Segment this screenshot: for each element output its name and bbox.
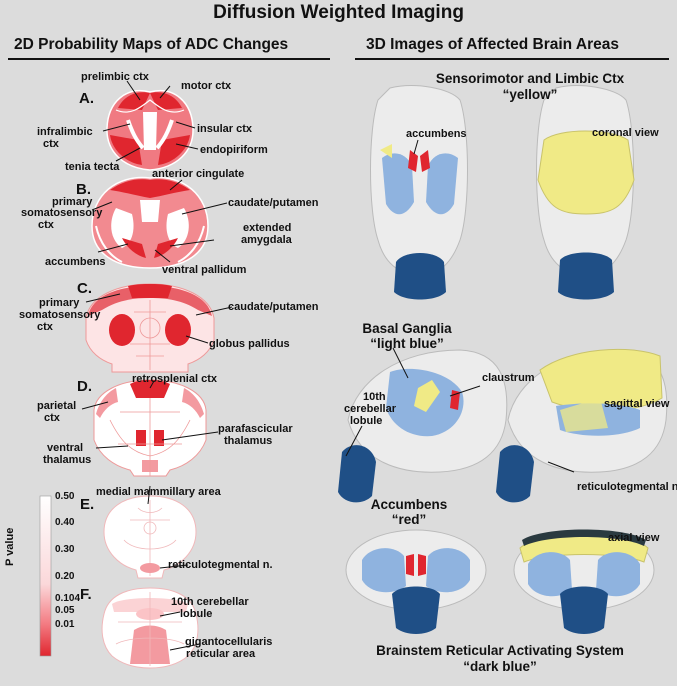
brain-3d-sensorimotor-left (370, 85, 468, 300)
label-anterior-cingulate: anterior cingulate (152, 168, 245, 180)
label-infralimbic-ctx: ctx (43, 138, 59, 150)
panel-letter-f: F. (80, 586, 92, 603)
label-somatosensory-b: somatosensory (21, 207, 103, 219)
brain-slice-b (91, 176, 209, 269)
label-prelimbic-ctx: prelimbic ctx (81, 71, 149, 83)
panel-letter-b: B. (76, 181, 91, 198)
panel-letter-d: D. (77, 378, 92, 395)
label-tenia-tecta: tenia tecta (65, 161, 120, 173)
brain-3d-accumbens-left (345, 529, 487, 634)
label-retrosplenial-ctx: retrosplenial ctx (132, 373, 217, 385)
brainstem-color-label: “dark blue” (463, 659, 537, 674)
label-parietal-ctx: ctx (44, 412, 60, 424)
label-infralimbic: infralimbic (37, 126, 93, 138)
label-caudate-putamen-c: caudate/putamen (228, 301, 319, 313)
colorbar-tick-030: 0.30 (55, 544, 75, 555)
brain-3d-sensorimotor-right (536, 85, 635, 300)
label-primary-c: primary (39, 297, 80, 309)
leader-lines-left (81, 80, 233, 651)
label-ventral-thalamus: thalamus (43, 454, 92, 466)
colorbar-tick-020: 0.20 (55, 571, 75, 582)
colorbar-tick-040: 0.40 (55, 517, 75, 528)
panel-letter-e: E. (80, 496, 95, 513)
label-ventral: ventral (47, 442, 84, 454)
label-parietal: parietal (37, 400, 77, 412)
brain-3d-basal-ganglia-right (496, 348, 668, 503)
label-globus-pallidus: globus pallidus (209, 338, 290, 350)
label-claustrum: claustrum (482, 372, 535, 384)
accumbens-title: Accumbens (370, 497, 448, 512)
label-lobule-right: lobule (350, 415, 383, 427)
sensorimotor-color-label: “yellow” (502, 87, 558, 102)
label-lobule-left: lobule (180, 608, 213, 620)
label-reticulotegmental-right: reticulotegmental n. (577, 481, 677, 493)
label-coronal-view: coronal view (592, 127, 659, 139)
colorbar-tick-001: 0.01 (55, 619, 75, 630)
label-10th: 10th (363, 391, 386, 403)
label-sagittal-view: sagittal view (604, 398, 670, 410)
brain-3d-accumbens-right (513, 529, 655, 634)
panel-letter-c: C. (77, 280, 92, 297)
sensorimotor-title: Sensorimotor and Limbic Ctx (435, 71, 625, 86)
figure-title: Diffusion Weighted Imaging (213, 2, 464, 23)
label-gigantocellularis: gigantocellularis (185, 636, 273, 648)
label-reticular-area: reticular area (186, 648, 256, 660)
label-caudate-putamen-b: caudate/putamen (228, 197, 319, 209)
accumbens-color-label: “red” (391, 512, 427, 527)
label-cerebellar: cerebellar (344, 403, 396, 415)
p-value-colorbar (39, 495, 52, 657)
label-extended: extended (243, 222, 292, 234)
right-section-header: 3D Images of Affected Brain Areas (366, 36, 619, 53)
label-primary-b: primary (52, 196, 93, 208)
label-amygdala: amygdala (241, 234, 292, 246)
brain-3d-basal-ganglia-left (338, 349, 508, 503)
label-parafascicular-thalamus: thalamus (224, 435, 273, 447)
right-header-rule (355, 58, 669, 60)
label-ctx-b: ctx (38, 219, 54, 231)
brain-slice-f (101, 587, 199, 669)
brain-slice-c (85, 283, 215, 373)
basal-ganglia-color-label: “light blue” (370, 336, 444, 351)
colorbar-title: P value (4, 527, 16, 566)
leader-lines-right (345, 139, 575, 473)
label-10th-cerebellar: 10th cerebellar (171, 596, 249, 608)
label-insular-ctx: insular ctx (197, 123, 253, 135)
label-accumbens-b: accumbens (45, 256, 106, 268)
left-header-rule (8, 58, 330, 60)
panel-letter-a: A. (79, 90, 94, 107)
label-accumbens-3d: accumbens (406, 128, 467, 140)
colorbar-tick-050: 0.50 (55, 491, 75, 502)
brainstem-title: Brainstem Reticular Activating System (376, 643, 624, 658)
brain-slice-d (93, 379, 207, 477)
label-motor-ctx: motor ctx (181, 80, 232, 92)
brain-slice-a (106, 90, 194, 171)
label-axial-view: axial view (608, 532, 660, 544)
colorbar-tick-005: 0.05 (55, 605, 75, 616)
colorbar-tick-0104: 0.104 (55, 593, 81, 604)
label-parafascicular: parafascicular (218, 423, 293, 435)
label-ctx-c: ctx (37, 321, 53, 333)
basal-ganglia-title: Basal Ganglia (362, 321, 452, 336)
label-somatosensory-c: somatosensory (19, 309, 101, 321)
label-medial-mammillary-area: medial mammillary area (96, 486, 221, 498)
left-section-header: 2D Probability Maps of ADC Changes (14, 36, 289, 53)
label-ventral-pallidum: ventral pallidum (162, 264, 247, 276)
label-reticulotegmental-left: reticulotegmental n. (168, 559, 273, 571)
brain-slice-e (103, 495, 197, 579)
label-endopiriform: endopiriform (200, 144, 268, 156)
